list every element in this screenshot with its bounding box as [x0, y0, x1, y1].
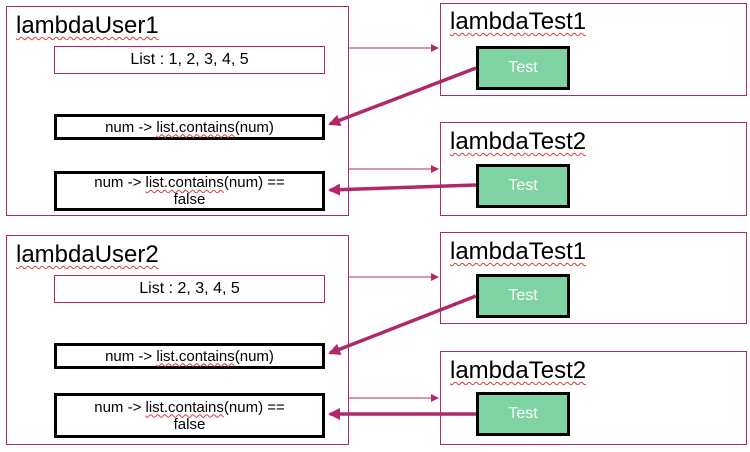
lambda-user-1-contains: num -> list.contains(num)	[54, 114, 325, 140]
lambda-user-1-not-contains: num -> list.contains(num) ==false	[54, 171, 325, 211]
lambda-user-2-title: lambdaUser2	[16, 241, 159, 268]
test-button-3[interactable]: Test	[476, 274, 570, 318]
lambda-user-2-not-contains: num -> list.contains(num) ==false	[54, 393, 325, 438]
arrow-test1-to-contains-1	[328, 66, 477, 127]
arrow-test3-to-contains-2	[328, 294, 477, 355]
test-button-2[interactable]: Test	[476, 164, 570, 208]
arrow-test2-to-not-contains-1	[328, 183, 477, 196]
lambda-user-2-contains: num -> list.contains(num)	[54, 343, 325, 369]
lambda-user-2-list: List : 2, 3, 4, 5	[54, 275, 325, 303]
lambda-user-1-title: lambdaUser1	[16, 12, 159, 39]
test-button-4[interactable]: Test	[476, 392, 570, 436]
lambda-user-1-list: List : 1, 2, 3, 4, 5	[54, 46, 325, 74]
lambda-test-4-title: lambdaTest2	[450, 357, 587, 384]
lambda-test-3-title: lambdaTest1	[450, 238, 587, 265]
lambda-test-2-title: lambdaTest2	[450, 128, 587, 155]
lambda-test-1-title: lambdaTest1	[450, 8, 587, 35]
test-button-1[interactable]: Test	[476, 46, 570, 90]
